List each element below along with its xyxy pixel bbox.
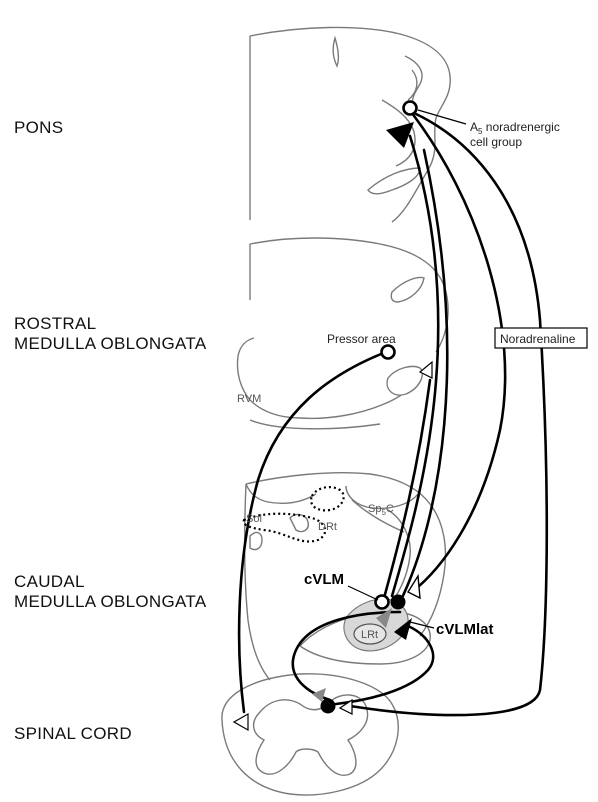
a5-neuron-open-circle bbox=[404, 102, 417, 115]
spinal-left-open-triangle bbox=[234, 714, 248, 730]
sol-label: Sol bbox=[246, 513, 262, 525]
a5-label: A5 noradrenergic cell group bbox=[418, 110, 560, 149]
pathway-pressor-to-spinal bbox=[239, 352, 386, 712]
region-label-rostral-1: ROSTRAL bbox=[14, 314, 96, 333]
region-label-spinal-cord: SPINAL CORD bbox=[14, 724, 132, 743]
lrt-label: LRt bbox=[361, 629, 378, 641]
region-label-rostral-2: MEDULLA OBLONGATA bbox=[14, 334, 207, 353]
pressor-area-open-circle bbox=[382, 346, 395, 359]
noradrenaline-box: Noradrenaline bbox=[495, 328, 587, 348]
spinal-filled-circle bbox=[321, 699, 336, 714]
a5-label-line2: cell group bbox=[470, 135, 522, 149]
cvlm-filled-circle bbox=[391, 595, 406, 610]
pathway-cvlm-to-pressor bbox=[384, 380, 430, 598]
cvlm-label: cVLM bbox=[304, 571, 344, 588]
cvlm-leader-line bbox=[348, 586, 378, 600]
cvlmlat-label: cVLMlat bbox=[436, 621, 494, 638]
rvm-label: RVM bbox=[237, 393, 261, 405]
svg-text:A5 noradrenergic: A5 noradrenergic bbox=[470, 120, 560, 136]
noradrenaline-label: Noradrenaline bbox=[500, 332, 576, 346]
region-label-caudal-2: MEDULLA OBLONGATA bbox=[14, 592, 207, 611]
caudal-medulla-outline bbox=[245, 473, 446, 680]
cvlm-open-circle bbox=[376, 596, 389, 609]
sp5c-label: Sp5C bbox=[368, 503, 394, 517]
region-label-pons: PONS bbox=[14, 118, 63, 137]
pressor-area-label: Pressor area bbox=[327, 332, 396, 346]
cvlmlat-leader-line bbox=[410, 622, 434, 628]
region-label-caudal-1: CAUDAL bbox=[14, 572, 85, 591]
drt-label: DRt bbox=[318, 521, 337, 533]
